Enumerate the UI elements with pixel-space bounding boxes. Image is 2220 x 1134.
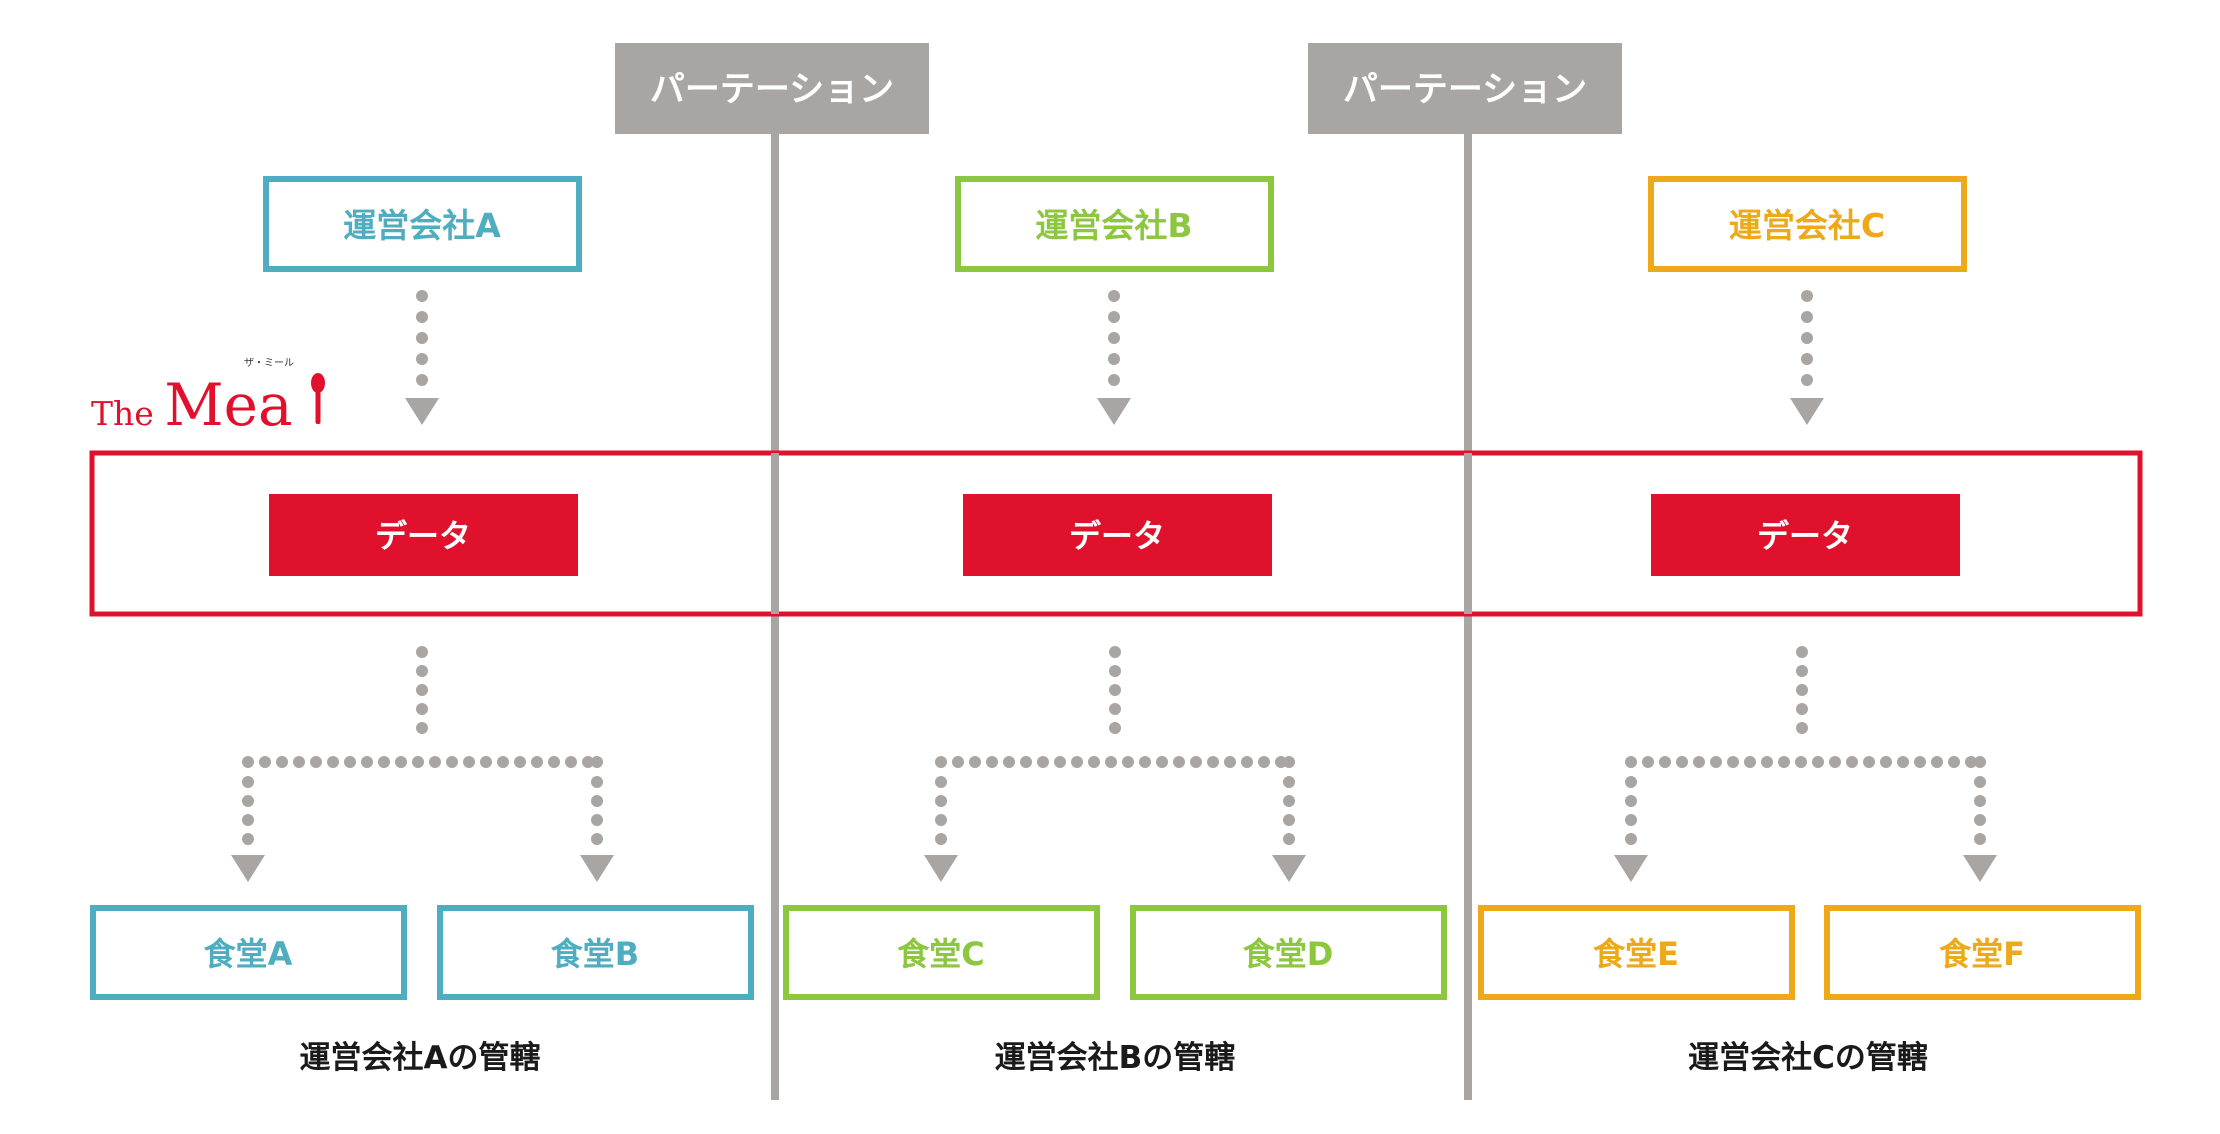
- connector-company-c-to-data: [1790, 290, 1824, 425]
- company-box-b: 運営会社B: [955, 176, 1274, 272]
- arrowhead-icon: [924, 855, 958, 882]
- partition-label-1-text: パーテーション: [650, 70, 894, 110]
- data-block-b: データ: [963, 494, 1272, 576]
- company-label-a: 運営会社A: [343, 206, 501, 245]
- data-block-a: データ: [269, 494, 578, 576]
- cafeteria-label-f: 食堂F: [1939, 935, 2025, 973]
- cafeteria-box-a: 食堂A: [90, 905, 407, 1000]
- jurisdiction-caption-b: 運営会社Bの管轄: [995, 1040, 1236, 1076]
- cafeteria-box-d: 食堂D: [1130, 905, 1447, 1000]
- partition-label-2: パーテーション: [1308, 43, 1622, 134]
- connector-data-b-to-cafeterias: [924, 646, 1306, 882]
- connector-company-b-to-data: [1097, 290, 1131, 425]
- svg-text:The Mea: The Mea: [91, 371, 293, 439]
- cafeteria-label-d: 食堂D: [1243, 935, 1334, 973]
- svg-text:ザ・ミール: ザ・ミール: [244, 357, 294, 369]
- cafeteria-label-a: 食堂A: [204, 935, 293, 973]
- cafeteria-label-c: 食堂C: [897, 935, 985, 973]
- jurisdiction-caption-c: 運営会社Cの管轄: [1688, 1040, 1928, 1076]
- cafeteria-label-e: 食堂E: [1593, 935, 1679, 973]
- connector-data-c-to-cafeterias: [1614, 646, 1997, 882]
- company-label-c: 運営会社C: [1729, 206, 1885, 245]
- company-label-b: 運営会社B: [1035, 206, 1192, 245]
- company-box-c: 運営会社C: [1648, 176, 1967, 272]
- arrowhead-icon: [1963, 855, 1997, 882]
- the-meal-logo: The Mea ザ・ミール: [91, 357, 325, 439]
- connector-company-a-to-data: [405, 290, 439, 425]
- arrowhead-icon: [1614, 855, 1648, 882]
- data-label-b: データ: [1069, 517, 1165, 555]
- arrowhead-icon: [1097, 398, 1131, 425]
- cafeteria-box-e: 食堂E: [1478, 905, 1795, 1000]
- cafeteria-label-b: 食堂B: [551, 935, 639, 973]
- cafeteria-box-b: 食堂B: [437, 905, 754, 1000]
- connector-data-a-to-cafeterias: [231, 646, 614, 882]
- arrowhead-icon: [1272, 855, 1306, 882]
- data-label-c: データ: [1757, 517, 1853, 555]
- company-box-a: 運営会社A: [263, 176, 582, 272]
- cafeteria-box-f: 食堂F: [1824, 905, 2141, 1000]
- data-block-c: データ: [1651, 494, 1960, 576]
- arrowhead-icon: [231, 855, 265, 882]
- spoon-icon: [311, 373, 325, 424]
- arrowhead-icon: [580, 855, 614, 882]
- data-label-a: データ: [375, 517, 471, 555]
- cafeteria-box-c: 食堂C: [783, 905, 1100, 1000]
- partition-label-2-text: パーテーション: [1343, 70, 1587, 110]
- arrowhead-icon: [405, 398, 439, 425]
- partition-label-1: パーテーション: [615, 43, 929, 134]
- arrowhead-icon: [1790, 398, 1824, 425]
- jurisdiction-caption-a: 運営会社Aの管轄: [300, 1040, 541, 1076]
